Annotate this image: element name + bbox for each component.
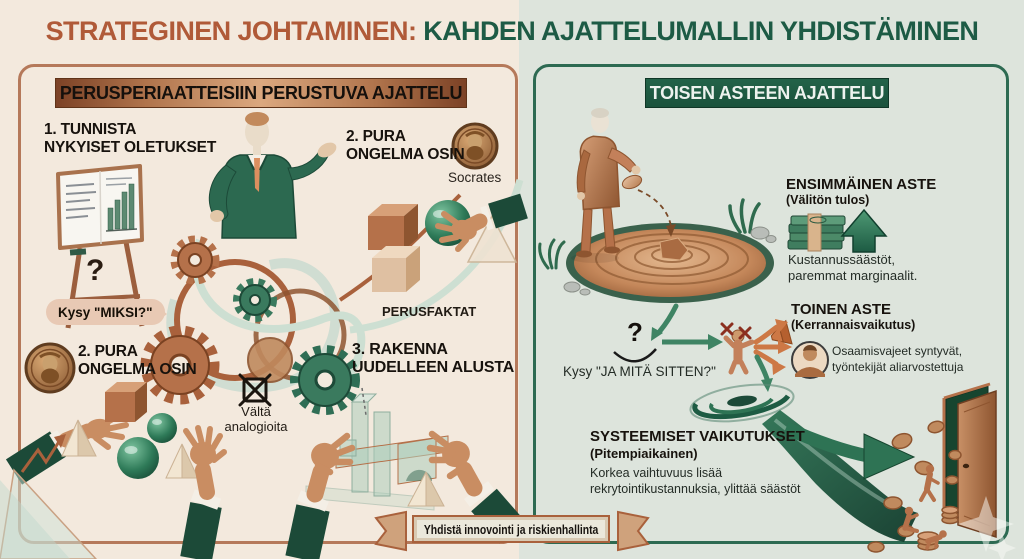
cube-light-icon	[372, 246, 420, 292]
money-stack-icon	[787, 213, 846, 252]
systemic-desc: Korkea vaihtuvuus lisää rekrytointikusta…	[590, 466, 801, 497]
avoid-analogies-icon	[238, 373, 272, 407]
left-panel-header: PERUSPERIAATTEISIIN PERUSTUVA AJATTELU	[55, 78, 467, 108]
whirlpool-icon	[689, 383, 795, 423]
ribbon-tail-left	[374, 510, 407, 552]
x-marks-icon	[720, 322, 752, 340]
right-arrow-icon	[662, 334, 723, 350]
cube-icon	[368, 204, 418, 250]
right-panel-border	[533, 64, 1009, 544]
whiteboard-bar-chart-icon	[105, 183, 138, 232]
right-panel-header: TOISEN ASTEEN AJATTELU	[645, 78, 889, 108]
page-title-left: STRATEGINEN JOHTAMINEN:	[45, 16, 417, 46]
grass-icon	[538, 198, 761, 270]
curved-down-arrow-icon	[651, 303, 679, 341]
hand-illustration-top-right	[435, 193, 528, 252]
falling-stone-icon	[621, 174, 676, 237]
socrates-medallion-top	[451, 122, 499, 170]
systemic-subtitle: (Pitempiaikainen)	[590, 446, 698, 461]
second-order-subtitle: (Kerrannaisvaikutus)	[791, 318, 916, 332]
pyramid-icon	[407, 471, 445, 507]
businessman-illustration	[208, 112, 337, 239]
page-title-right: KAHDEN AJATTELUMALLIN YHDISTÄMINEN	[416, 16, 979, 46]
hand-illustration-open-palm	[180, 425, 227, 559]
step3-label: 3. RAKENNA UUDELLEEN ALUSTA	[352, 341, 515, 377]
perusfaktat-label: PERUSFAKTAT	[382, 304, 477, 319]
pond-ripples-illustration	[566, 223, 774, 303]
zigzag-arrow-icon	[20, 434, 66, 473]
question-arc-icon	[613, 348, 657, 363]
up-arrow-icon	[840, 208, 888, 253]
step2-bottom-label: 2. PURA ONGELMA OSIN	[78, 343, 197, 378]
man-dropping-stone-illustration	[571, 108, 641, 263]
person-avatar-icon	[791, 341, 829, 379]
ask-then-label: Kysy "JA MITÄ SITTEN?"	[563, 364, 716, 379]
question-mark-left: ?	[86, 254, 105, 287]
hand-illustration-pinch-left	[285, 432, 356, 559]
copper-gear-icon	[170, 235, 220, 285]
page-title: STRATEGINEN JOHTAMINEN: KAHDEN AJATTELUM…	[0, 16, 1024, 47]
pyramid-icon	[165, 443, 199, 479]
pyramid-icon	[61, 419, 97, 457]
copper-gear-icon	[140, 325, 220, 405]
big-green-arrow-icon	[783, 422, 916, 480]
stone-icon	[563, 226, 777, 296]
avoid-analogies-label: Vältä analogioita	[224, 404, 288, 434]
socrates-medallion-bottom	[24, 342, 76, 394]
cube-icon	[105, 382, 147, 422]
pyramid-outline-icon	[466, 214, 518, 263]
footer-ribbon-banner: Yhdistä innovointi ja riskienhallinta	[412, 515, 610, 543]
crystal-structure-illustration	[305, 387, 449, 511]
step2-top-label: 2. PURA ONGELMA OSIN	[346, 128, 465, 163]
exiting-people-icons	[902, 464, 947, 550]
sphere-icon	[147, 413, 177, 443]
first-order-subtitle: (Välitön tulos)	[786, 193, 870, 207]
whiteboard-easel-illustration	[56, 164, 145, 329]
question-mark-right: ?	[627, 317, 643, 347]
green-gear-icon	[233, 278, 277, 322]
left-panel-border	[18, 64, 518, 544]
green-gear-icon	[290, 345, 360, 415]
branching-arrows-icon	[753, 319, 792, 375]
socrates-label: Socrates	[448, 170, 502, 185]
second-order-title: TOINEN ASTE	[791, 301, 892, 318]
gear-tangle-illustration	[140, 179, 524, 415]
first-order-title: ENSIMMÄINEN ASTE	[786, 176, 937, 193]
second-order-desc: Osaamisvajeet syntyvät, työntekijät alia…	[832, 344, 964, 374]
sphere-icon	[117, 437, 159, 479]
ask-why-bubble: Kysy "MIKSI?"	[46, 299, 167, 325]
glass-triangles-decoration	[0, 468, 98, 559]
first-order-desc: Kustannussäästöt, paremmat marginaalit.	[788, 252, 918, 284]
systemic-title: SYSTEEMISET VAIKUTUKSET	[590, 428, 805, 445]
step1-label: 1. TUNNISTA NYKYISET OLETUKSET	[44, 121, 217, 156]
ribbon-tail-right	[617, 510, 650, 552]
ask-why-label: Kysy "MIKSI?"	[58, 304, 153, 320]
footer-banner-label: Yhdistä innovointi ja riskienhallinta	[423, 521, 599, 537]
sparkle-watermark-icon	[958, 496, 1016, 559]
